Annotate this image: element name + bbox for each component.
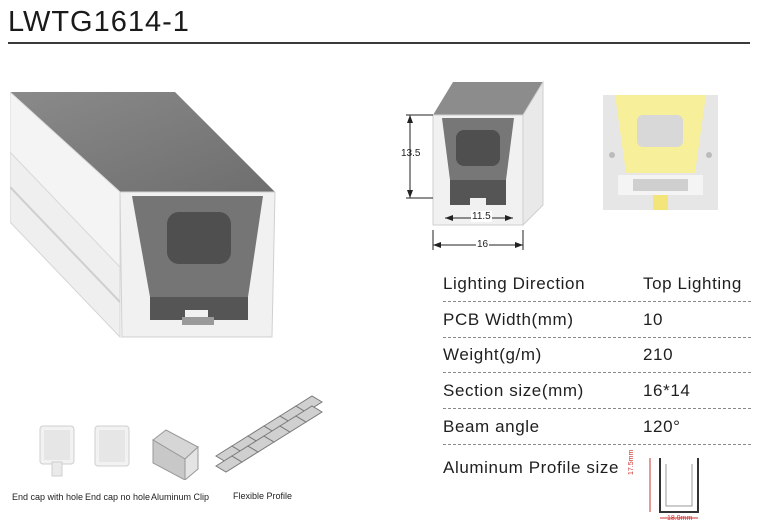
dim-inner-width-label: 11.5 [471, 211, 492, 222]
accessory-label-end-cap-no-hole: End cap no hole [85, 492, 151, 502]
end-cap-no-hole-image [94, 425, 130, 467]
spec-row-lighting-direction: Lighting Direction Top Lighting [443, 268, 753, 302]
spec-divider [443, 408, 751, 409]
profile-height-label: 17.5mm [628, 449, 635, 475]
spec-value: 16*14 [643, 381, 691, 400]
product-3d-render [10, 92, 276, 339]
spec-value: 120° [643, 417, 681, 436]
title-divider [8, 42, 750, 44]
spec-label: Beam angle [443, 417, 540, 436]
aluminum-clip-image [152, 429, 199, 480]
spec-row-section-size: Section size(mm) 16*14 [443, 375, 753, 409]
spec-divider [443, 444, 751, 445]
spec-divider [443, 301, 751, 302]
spec-label: Section size(mm) [443, 381, 584, 400]
accessory-label-aluminum-clip: Aluminum Clip [151, 492, 210, 502]
spec-row-weight: Weight(g/m) 210 [443, 339, 753, 373]
end-cap-with-hole-image [39, 425, 75, 477]
spec-label: Weight(g/m) [443, 345, 542, 364]
product-title: LWTG1614-1 [8, 6, 190, 38]
spec-value: 210 [643, 345, 674, 364]
dim-height-label: 13.5 [401, 148, 421, 159]
profile-width-label: 18.9mm [667, 515, 693, 522]
spec-row-beam-angle: Beam angle 120° [443, 411, 753, 445]
spec-row-pcb-width: PCB Width(mm) 10 [443, 304, 753, 338]
spec-value: Top Lighting [643, 274, 742, 293]
spec-label: Aluminum Profile size [443, 458, 620, 477]
spec-divider [443, 337, 751, 338]
accessory-label-flexible-profile: Flexible Profile [233, 491, 293, 501]
spec-label: Lighting Direction [443, 274, 586, 293]
cross-section-drawing [406, 80, 544, 250]
spec-divider [443, 372, 751, 373]
accessory-label-end-cap-with-hole: End cap with hole [12, 492, 84, 502]
spec-value: 10 [643, 310, 664, 329]
aluminum-profile-drawing [649, 458, 699, 519]
spec-row-aluminum-profile-size: Aluminum Profile size [443, 452, 753, 486]
spec-label: PCB Width(mm) [443, 310, 574, 329]
lighting-direction-view [603, 95, 718, 210]
dim-outer-width-label: 16 [476, 239, 490, 250]
flexible-profile-image [215, 395, 323, 473]
